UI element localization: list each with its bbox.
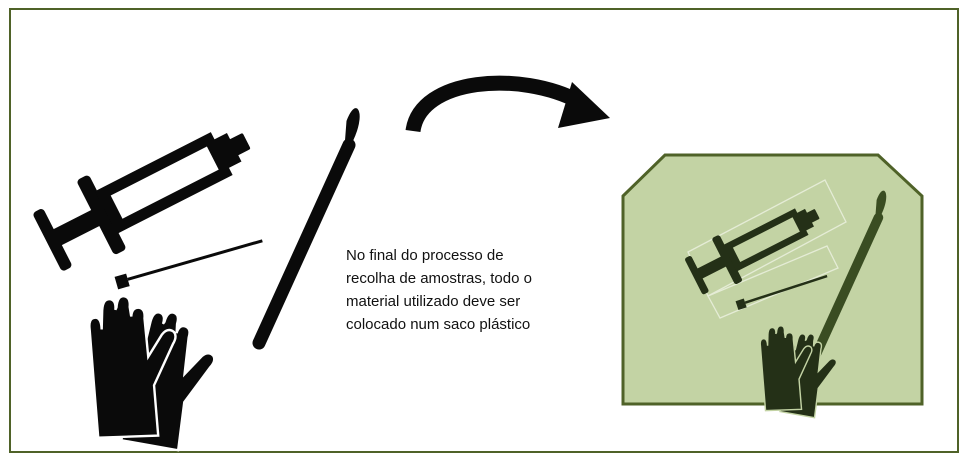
plastic-bag-icon: [621, 153, 924, 406]
caption-line-2: recolha de amostras, todo o: [346, 270, 532, 287]
gloves-icon: [87, 293, 223, 455]
bag-needle-icon: [735, 274, 828, 311]
needle-icon: [114, 239, 263, 290]
scalpel-icon: [259, 109, 359, 343]
curved-arrow-icon: [405, 75, 610, 133]
syringe-icon: [28, 103, 266, 280]
caption-line-3: material utilizado deve ser: [346, 293, 521, 310]
caption-line-4: colocado num saco plástico: [346, 316, 531, 333]
caption-line-1: No final do processo de: [346, 247, 504, 264]
caption-text: No final do processo de recolha de amost…: [346, 244, 596, 336]
